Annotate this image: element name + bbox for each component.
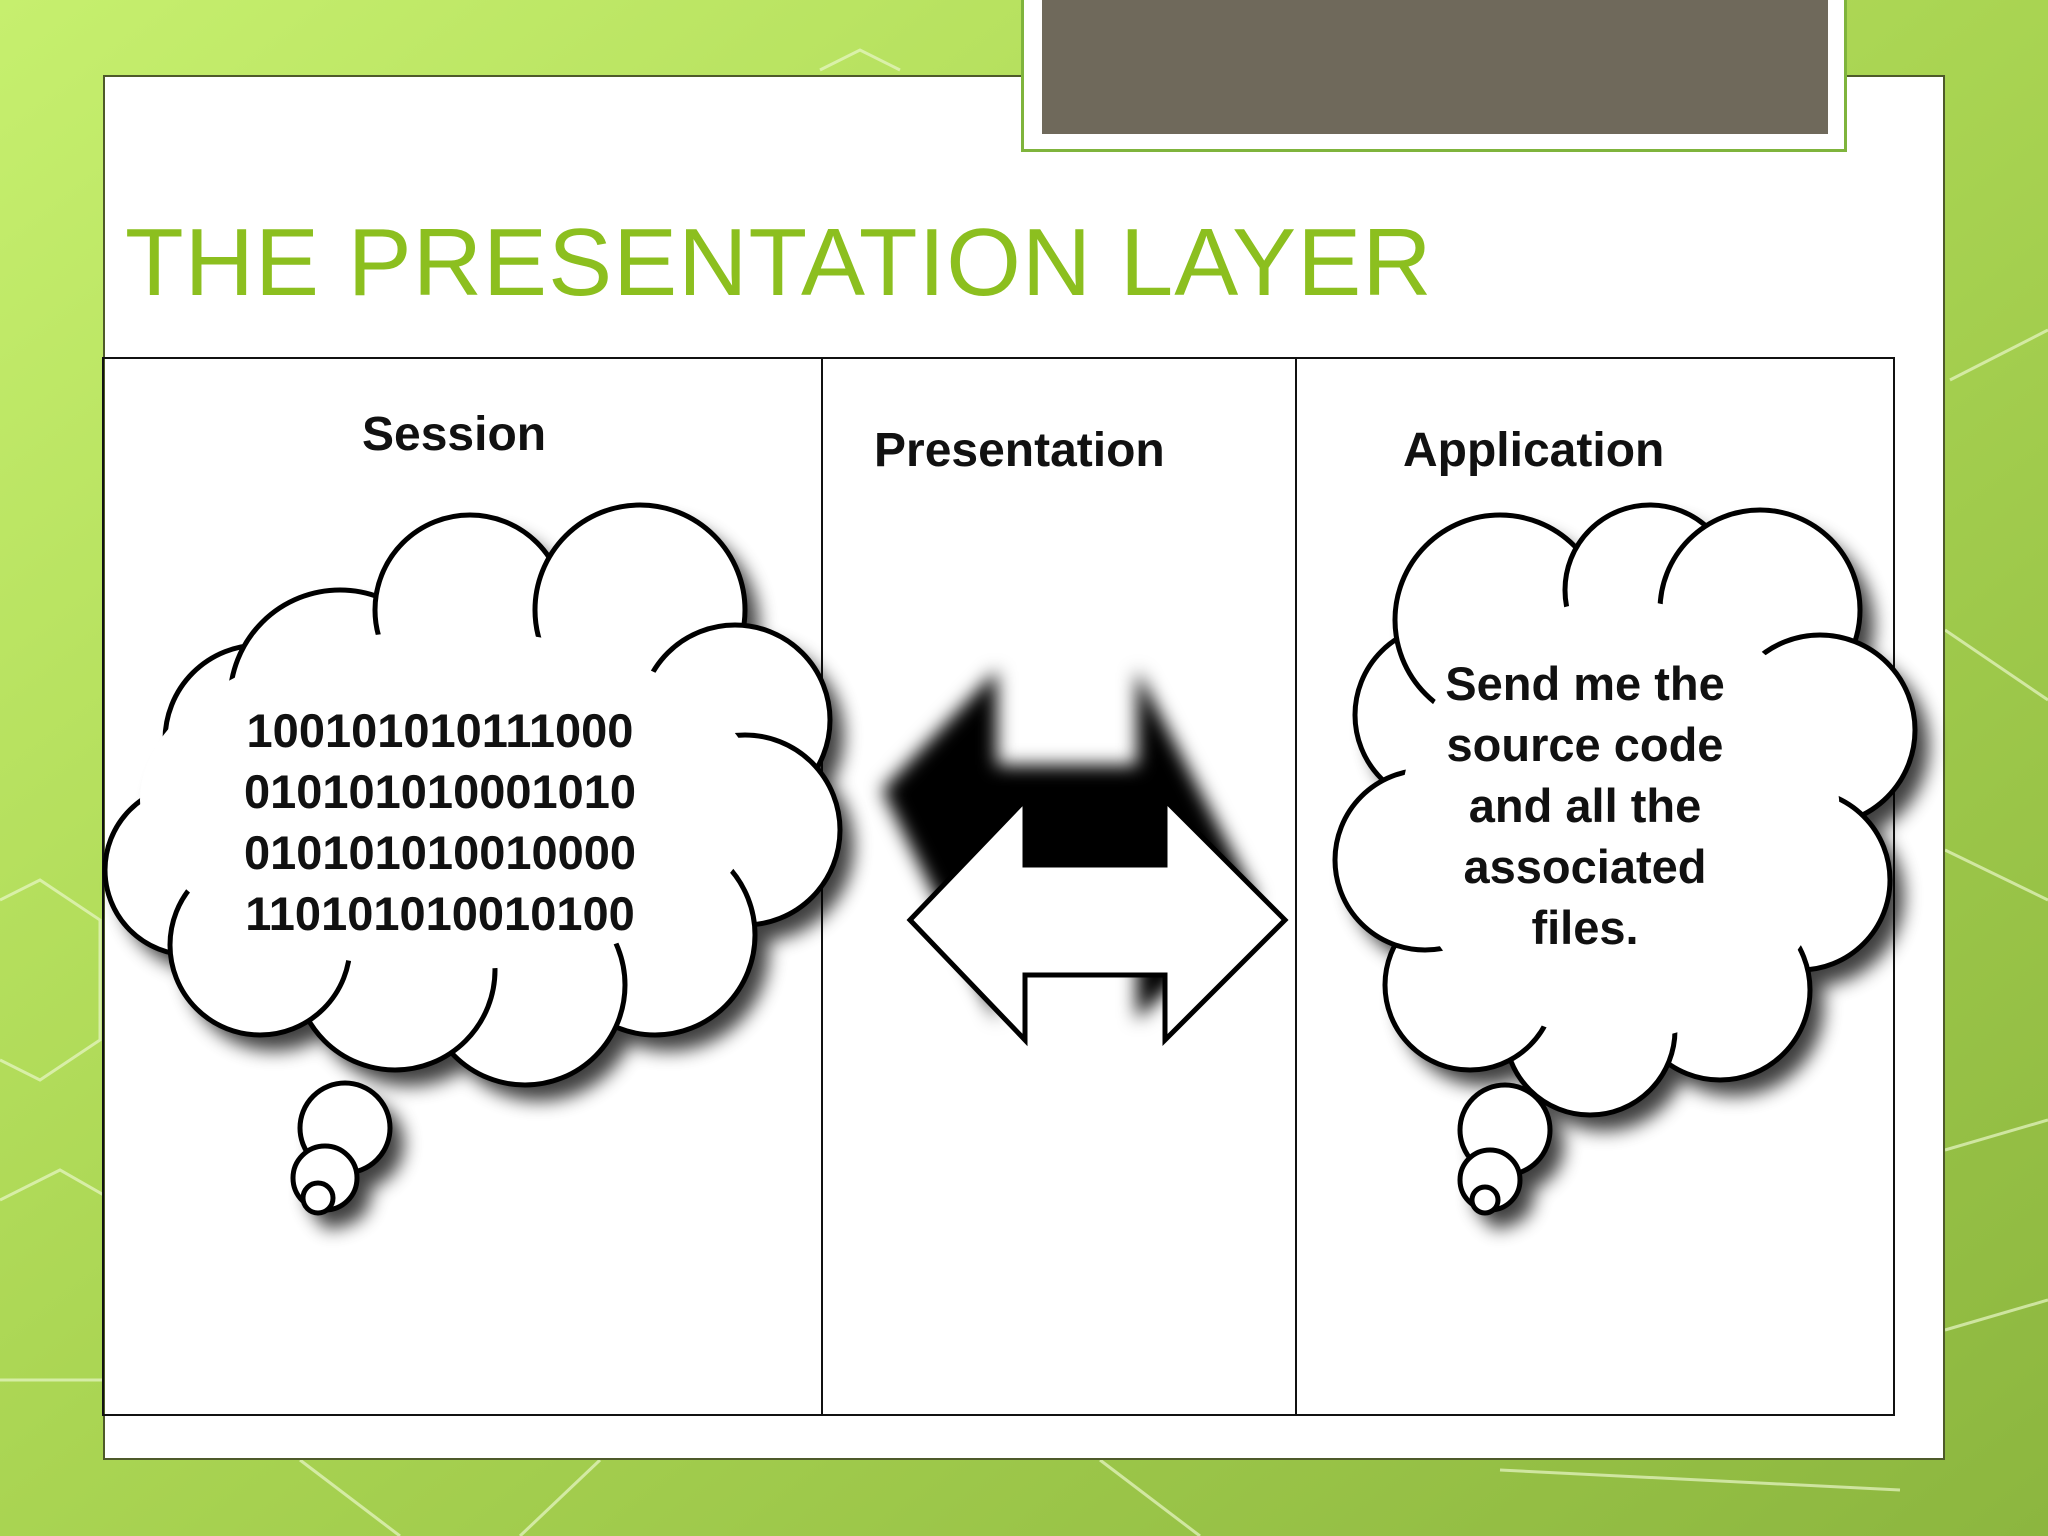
binary-line: 110101010010100: [245, 887, 635, 940]
binary-line: 010101010010000: [243, 826, 637, 879]
application-thought-bubble: [1332, 502, 1929, 1229]
header-tab: [1042, 0, 1828, 134]
request-line: source code: [1446, 718, 1724, 771]
column-header-application: Application: [1403, 424, 1665, 477]
column-header-session: Session: [362, 408, 547, 461]
binary-line: 010101010001010: [243, 765, 637, 818]
session-bubble-text: 100101010111000 010101010001010 01010101…: [180, 700, 700, 944]
session-thought-bubble: [102, 502, 854, 1229]
double-headed-arrow-icon: [882, 670, 1289, 1047]
binary-line: 100101010111000: [246, 704, 634, 757]
request-line: Send me the: [1445, 657, 1725, 710]
column-header-presentation: Presentation: [874, 424, 1165, 477]
request-line: files.: [1531, 901, 1639, 954]
request-line: associated: [1463, 840, 1707, 893]
slide-title: THE PRESENTATION LAYER: [125, 209, 1433, 316]
application-bubble-text: Send me the source code and all the asso…: [1385, 653, 1785, 958]
column-divider-2: [1295, 357, 1297, 1416]
request-line: and all the: [1468, 779, 1702, 832]
